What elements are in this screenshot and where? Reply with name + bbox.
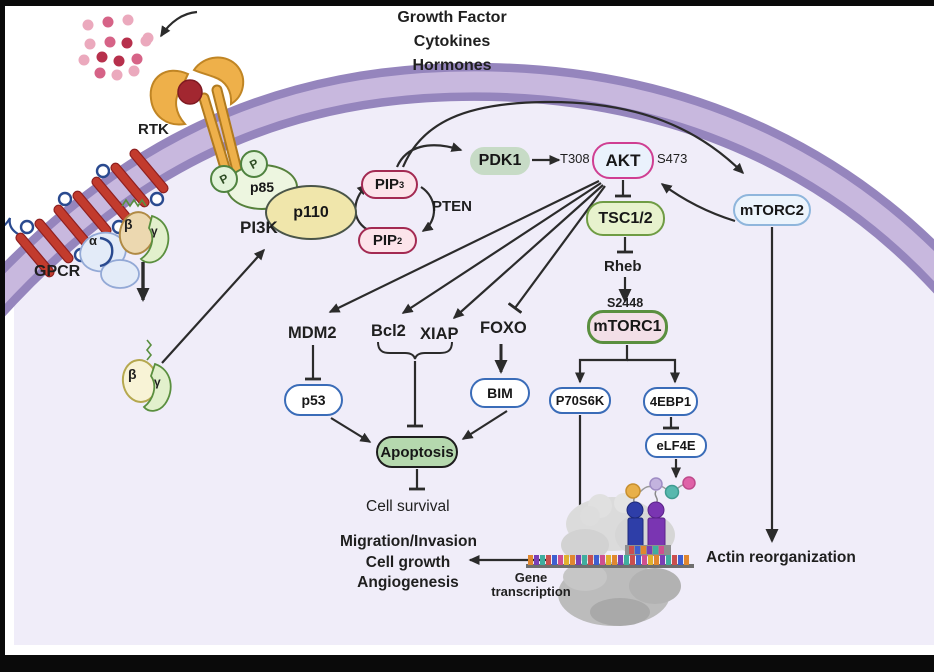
node-p70s6k: P70S6K	[549, 387, 611, 414]
arrow-p53-apoptosis	[330, 417, 372, 443]
node-elf4e: eLF4E	[645, 433, 707, 458]
arrow-pip3-mtorc2	[401, 100, 745, 175]
stimuli-label: Growth Factor Cytokines Hormones	[362, 6, 542, 78]
node-tsc12: TSC1/2	[586, 201, 665, 236]
node-apoptosis: Apoptosis	[376, 436, 458, 468]
gene-transcription-label: Gene transcription	[491, 570, 571, 599]
node-akt: AKT	[592, 142, 654, 179]
stimuli-line2: Cytokines	[413, 33, 491, 50]
bcl2-label: Bcl2	[371, 322, 406, 340]
node-4ebp1: 4EBP1	[643, 387, 698, 416]
cell-survival-label: Cell survival	[366, 498, 450, 515]
frame-bottom	[0, 655, 934, 672]
pathway-arrows	[136, 10, 779, 565]
outcome-angiogenesis: Angiogenesis	[357, 574, 459, 591]
arrow-pip3-pip2-pten	[420, 186, 436, 232]
gpcr-alpha-label: α	[89, 233, 97, 248]
ribosome	[558, 493, 681, 626]
xiap-label: XIAP	[420, 325, 459, 343]
node-mtorc1: mTORC1	[587, 310, 668, 344]
dna-strand	[526, 545, 694, 568]
node-bim: BIM	[470, 378, 530, 408]
s2448-label: S2448	[607, 296, 644, 310]
phospho-site-1: P	[210, 165, 238, 193]
ligand-particles	[78, 14, 154, 81]
rheb-label: Rheb	[604, 258, 642, 275]
pten-label: PTEN	[432, 198, 473, 215]
node-mtorc2: mTORC2	[733, 194, 811, 226]
gpcr-label: GPCR	[34, 263, 81, 280]
cell-interior	[14, 85, 934, 645]
mrna-chain	[625, 476, 696, 504]
phospho-site-2: P	[240, 150, 268, 178]
arrow-mtorc1-p70s6k	[575, 345, 629, 384]
arrow-betagamma-pi3k	[161, 248, 266, 364]
arrow-bim-apoptosis	[461, 410, 508, 440]
free-beta-label: β	[128, 366, 137, 382]
transcription-complex	[526, 476, 696, 626]
gpcr-beta-label: β	[124, 216, 133, 232]
node-pdk1: PDK1	[470, 147, 530, 175]
gpcr-receptor	[0, 148, 170, 289]
rtk-label: RTK	[138, 121, 169, 138]
stimuli-line1: Growth Factor	[397, 9, 507, 26]
arrow-akt-mdm2	[328, 180, 600, 313]
beta-gamma-subunit	[121, 339, 172, 412]
arrow-mtorc1-4ebp1	[627, 358, 680, 384]
arrow-akt-xiap	[452, 184, 604, 319]
outcomes-label: Migration/Invasion Cell growth Angiogene…	[340, 532, 477, 594]
node-p53: p53	[284, 384, 343, 416]
mdm2-label: MDM2	[288, 324, 337, 342]
pi3k-label: PI3K	[240, 218, 278, 237]
arrow-mtorc2-akt	[660, 183, 736, 223]
arrow-akt-bcl2	[401, 182, 602, 314]
outcome-migration: Migration/Invasion	[340, 533, 477, 550]
actin-label: Actin reorganization	[706, 549, 856, 566]
outcome-cell-growth: Cell growth	[365, 553, 451, 571]
arrow-ligands	[160, 10, 198, 38]
s473-label: S473	[657, 151, 688, 166]
frame-left	[0, 0, 5, 672]
free-gamma-label: γ	[154, 375, 161, 389]
frame-top	[0, 0, 934, 6]
t308-label: T308	[560, 151, 590, 166]
foxo-label: FOXO	[480, 319, 527, 337]
transcription-factors	[626, 501, 666, 548]
stimuli-line3: Hormones	[412, 57, 492, 74]
arrow-pip3-pdk1	[395, 142, 463, 168]
node-p110: p110	[265, 185, 357, 240]
gpcr-gamma-label: γ	[151, 224, 158, 238]
brace-bcl2-xiap	[377, 341, 453, 360]
